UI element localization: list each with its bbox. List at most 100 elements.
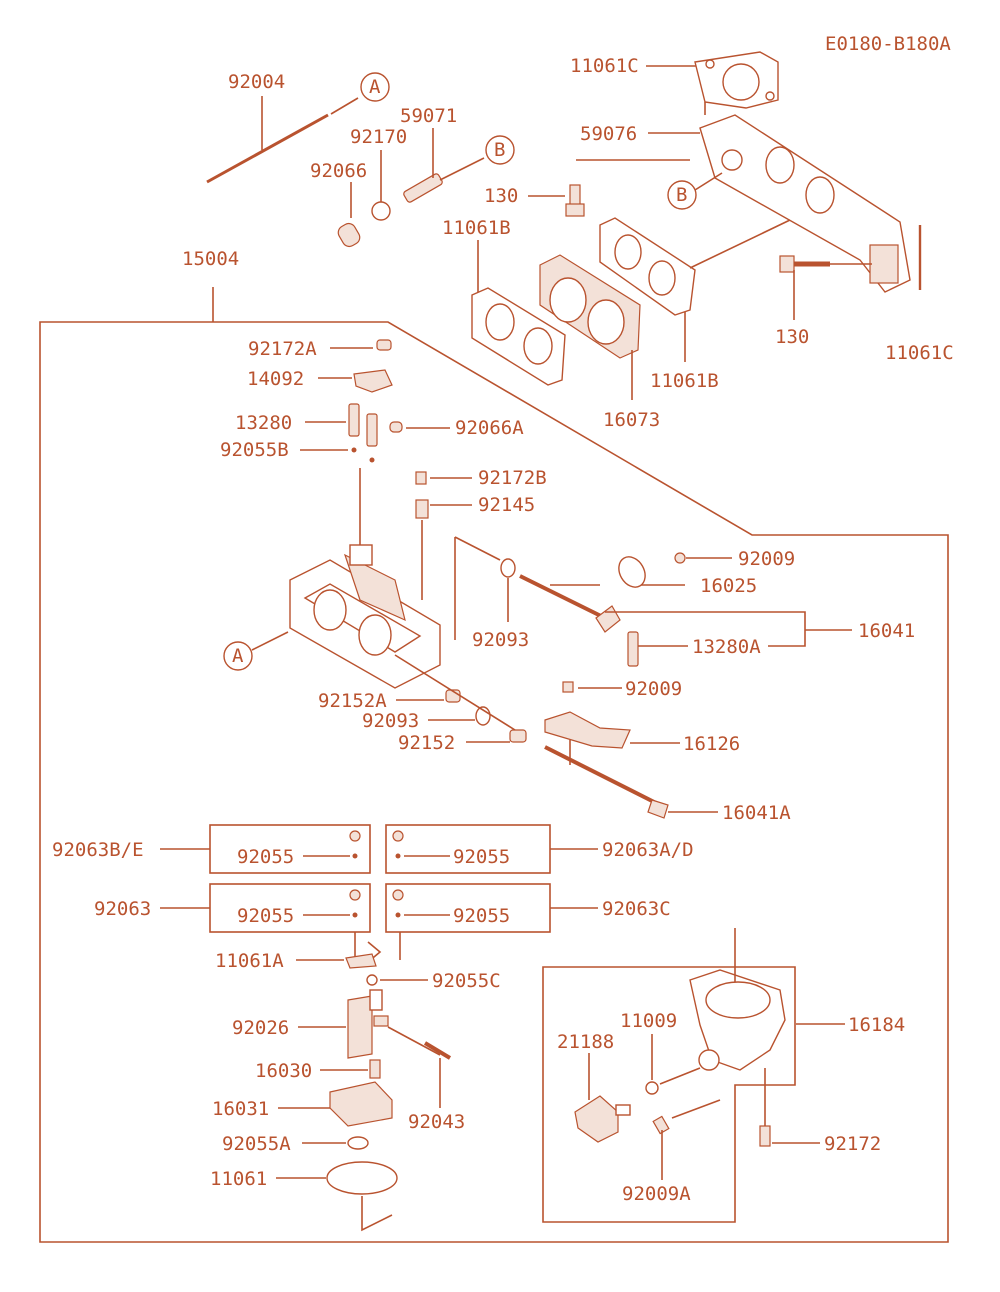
float-bowl-92026 (298, 989, 389, 1059)
label-16184: 16184 (848, 1014, 905, 1036)
plate-14092 (318, 369, 393, 393)
o-ring-92055C (366, 974, 428, 986)
spring-92145 (415, 499, 472, 519)
screw-92172 (759, 1068, 820, 1147)
label-11009: 11009 (620, 1010, 677, 1032)
label-15004: 15004 (182, 248, 239, 270)
label-92172B: 92172B (478, 467, 547, 489)
label-13280: 13280 (235, 412, 292, 434)
svg-text:B: B (494, 139, 505, 161)
screw-92009A (652, 1099, 721, 1180)
bolt-130-right (779, 255, 872, 320)
svg-text:B: B (676, 184, 687, 206)
shaft-16041A (544, 740, 718, 819)
label-92055A: 92055A (222, 1133, 291, 1155)
inset-frame-16184 (542, 966, 796, 1223)
label-59071: 59071 (400, 105, 457, 127)
label-92066: 92066 (310, 160, 367, 182)
jet-box-92063 (160, 883, 371, 933)
label-92055-3: 92055 (237, 905, 294, 927)
screw-92009-a (674, 552, 732, 564)
label-92063AD: 92063A/D (602, 839, 694, 861)
label-16073: 16073 (603, 409, 660, 431)
label-92063BE: 92063B/E (52, 839, 144, 861)
label-13280A: 13280A (692, 636, 761, 658)
elbow-16184 (689, 928, 845, 1071)
valve-16025 (550, 556, 685, 588)
throttle-bracket (454, 536, 501, 561)
gasket-11061A (296, 953, 377, 969)
label-92043: 92043 (408, 1111, 465, 1133)
lever-16126 (544, 711, 680, 749)
washer-11009 (645, 1034, 701, 1095)
nozzle-92066 (337, 182, 361, 248)
label-14092: 14092 (247, 368, 304, 390)
washer-92093-a (500, 558, 516, 622)
svg-text:A: A (369, 76, 381, 98)
gasket-11061 (276, 1161, 398, 1232)
label-92009-a: 92009 (738, 548, 795, 570)
gasket-11061B-left (471, 240, 566, 386)
label-11061B-right: 11061B (650, 370, 719, 392)
screw-92172B (415, 471, 472, 485)
label-92009A: 92009A (622, 1183, 691, 1205)
label-92093-b: 92093 (362, 710, 419, 732)
label-16030: 16030 (255, 1060, 312, 1082)
solenoid-21188 (574, 1053, 631, 1143)
jet-box-92063C (385, 883, 598, 933)
label-92004: 92004 (228, 71, 285, 93)
label-11061: 11061 (210, 1168, 267, 1190)
label-59076: 59076 (580, 123, 637, 145)
label-16031: 16031 (212, 1098, 269, 1120)
carburetor-body-15004 (289, 544, 441, 689)
jet-box-92063AD (385, 824, 598, 874)
washer-92093-b (428, 706, 491, 726)
label-92172A: 92172A (248, 338, 317, 360)
label-11061A: 11061A (215, 950, 284, 972)
cap-92066A (389, 421, 450, 433)
ref-circle-a-carb: A (223, 631, 289, 671)
label-92145: 92145 (478, 494, 535, 516)
label-92009-b: 92009 (625, 678, 682, 700)
bushing-92152 (466, 729, 527, 743)
o-ring-92055B (300, 447, 375, 463)
main-assembly-frame (39, 287, 949, 1243)
float-16031 (278, 1081, 393, 1127)
label-92066A: 92066A (455, 417, 524, 439)
label-92026: 92026 (232, 1017, 289, 1039)
label-92055-1: 92055 (237, 846, 294, 868)
needle-92043 (387, 1026, 452, 1108)
label-11061C-top: 11061C (570, 55, 639, 77)
jet-13280 (305, 403, 378, 447)
label-92170: 92170 (350, 126, 407, 148)
jet-box-92063BE (160, 824, 371, 874)
bolt-130-top (528, 159, 690, 217)
insulator-16073 (539, 254, 641, 400)
label-130-top: 130 (484, 185, 518, 207)
label-16041A: 16041A (722, 802, 791, 824)
label-92152A: 92152A (318, 690, 387, 712)
label-92063C: 92063C (602, 898, 671, 920)
label-16025: 16025 (700, 575, 757, 597)
bushing-92152A (396, 689, 461, 703)
label-92172: 92172 (824, 1133, 881, 1155)
screw-92172A (330, 339, 392, 351)
label-92093-a: 92093 (472, 629, 529, 651)
label-92063: 92063 (94, 898, 151, 920)
label-11061C-right: 11061C (885, 342, 954, 364)
screw-92009-b (562, 681, 622, 693)
spring-16030 (320, 1059, 381, 1079)
ref-circle-b-manifold: B (667, 172, 723, 210)
ref-circle-a-top: A (360, 72, 390, 102)
label-92055-4: 92055 (453, 905, 510, 927)
label-92055B: 92055B (220, 439, 289, 461)
bracket-16041 (605, 611, 852, 647)
label-130-right: 130 (775, 326, 809, 348)
o-ring-92055A (302, 1136, 369, 1150)
stud-92004 (206, 96, 359, 184)
ref-circle-b-top: B (485, 135, 515, 165)
screw-13280A (627, 631, 688, 667)
gasket-11061B-right (599, 217, 791, 362)
manifold-59076 (648, 114, 911, 293)
